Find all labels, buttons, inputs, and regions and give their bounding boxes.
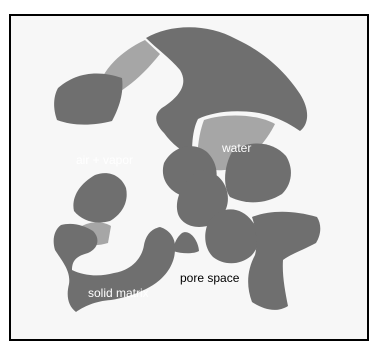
- label-solid-matrix: solid matrix: [88, 286, 149, 300]
- label-air-vapor: air + vapor: [76, 153, 133, 167]
- label-water: water: [221, 141, 251, 155]
- label-pore-space: pore space: [180, 271, 240, 285]
